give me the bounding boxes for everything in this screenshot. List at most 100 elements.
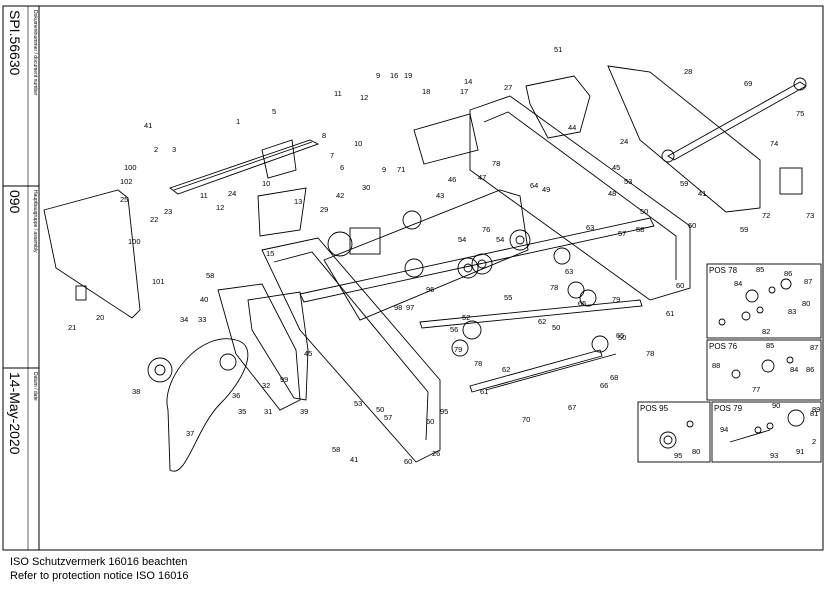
callout-50: 50 [618,333,626,342]
callout-15: 15 [266,249,274,258]
callout-41: 41 [350,455,358,464]
inset-pos95-label: POS 95 [640,404,669,413]
callout-19: 19 [404,71,412,80]
callout-99: 99 [280,375,288,384]
callout-100: 100 [128,237,141,246]
callout-11: 11 [334,89,342,98]
callout-90: 90 [772,401,780,410]
callout-59: 59 [740,225,748,234]
callout-73: 73 [806,211,814,220]
callout-8: 8 [322,131,326,140]
callout-57: 57 [618,229,626,238]
callout-95: 95 [440,407,448,416]
callout-36: 36 [232,391,240,400]
callout-63: 63 [586,223,594,232]
inset-pos76 [706,339,822,401]
callout-62: 62 [502,365,510,374]
callout-50: 50 [640,207,648,216]
callout-17: 17 [460,87,468,96]
callout-83: 83 [788,307,796,316]
callout-1: 1 [236,117,240,126]
callout-58: 58 [206,271,214,280]
callout-46: 46 [448,175,456,184]
callout-45: 45 [304,349,312,358]
callout-78: 78 [646,349,654,358]
callout-53: 53 [624,177,632,186]
callout-11: 11 [200,191,208,200]
callout-28: 28 [684,67,692,76]
callout-88: 88 [712,361,720,370]
callout-78: 78 [474,359,482,368]
callout-60: 60 [426,417,434,426]
callout-24: 24 [228,189,236,198]
callout-93: 93 [770,451,778,460]
callout-81: 81 [810,409,818,418]
callout-9: 9 [376,71,380,80]
drawing-frame [2,5,824,551]
callout-14: 14 [464,77,472,86]
inset-pos78 [706,263,822,339]
callout-21: 21 [68,323,76,332]
callout-97: 97 [406,303,414,312]
callout-101: 101 [152,277,165,286]
callout-76: 76 [482,225,490,234]
callout-26: 26 [432,449,440,458]
callout-85: 85 [756,265,764,274]
callout-61: 61 [480,387,488,396]
callout-35: 35 [238,407,246,416]
callout-6: 6 [340,163,344,172]
callout-7: 7 [330,151,334,160]
callout-100: 100 [124,163,137,172]
callout-34: 34 [180,315,188,324]
callout-47: 47 [478,173,486,182]
callout-42: 42 [336,191,344,200]
callout-51: 51 [554,45,562,54]
callout-86: 86 [806,365,814,374]
callout-72: 72 [762,211,770,220]
callout-78: 78 [492,159,500,168]
callout-84: 84 [790,365,798,374]
callout-65: 65 [616,331,624,340]
callout-80: 80 [692,447,700,456]
callout-60: 60 [688,221,696,230]
assembly-number: 090 [7,190,23,214]
callout-13: 13 [294,197,302,206]
callout-29: 29 [320,205,328,214]
callout-68: 68 [610,373,618,382]
callout-63: 63 [565,267,573,276]
callout-52: 52 [462,313,470,322]
callout-33: 33 [198,315,206,324]
callout-74: 74 [770,139,778,148]
inset-pos79-label: POS 79 [714,404,743,413]
callout-49: 49 [542,185,550,194]
document-number-label: Dokumentnummer / document number [32,10,38,96]
callout-32: 32 [262,381,270,390]
callout-85: 85 [766,341,774,350]
callout-48: 48 [608,189,616,198]
callout-45: 45 [612,163,620,172]
callout-41: 41 [144,121,152,130]
callout-50: 50 [376,405,384,414]
callout-77: 77 [752,385,760,394]
callout-10: 10 [262,179,270,188]
callout-5: 5 [272,107,276,116]
callout-95: 95 [674,451,682,460]
callout-79: 79 [612,295,620,304]
callout-71: 71 [397,165,405,174]
callout-82: 82 [762,327,770,336]
callout-20: 20 [96,313,104,322]
callout-12: 12 [216,203,224,212]
callout-41: 41 [698,189,706,198]
callout-94: 94 [720,425,728,434]
inset-pos78-label: POS 78 [709,266,738,275]
callout-54: 54 [496,235,504,244]
callout-27: 27 [504,83,512,92]
callout-54: 54 [458,235,466,244]
callout-58: 58 [332,445,340,454]
callout-40: 40 [200,295,208,304]
callout-37: 37 [186,429,194,438]
callout-60: 60 [404,457,412,466]
document-number: SPI.56630 [7,10,23,76]
callout-39: 39 [300,407,308,416]
callout-10: 10 [354,139,362,148]
